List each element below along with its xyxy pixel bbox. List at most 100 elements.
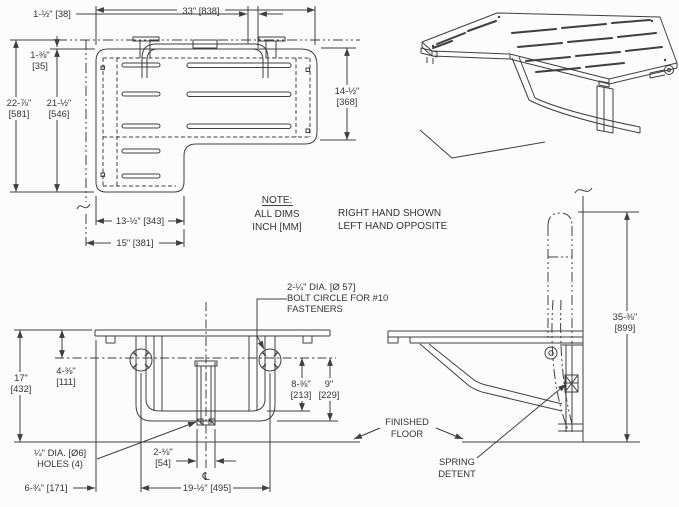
- dim-folded-height-mm: [899]: [615, 322, 636, 333]
- flange-legs: [139, 41, 277, 58]
- support-tube-outer: [141, 43, 269, 78]
- centerline-symbol-icon: ℄: [201, 470, 209, 483]
- dim-height-in: 17": [14, 372, 28, 383]
- hand-note-line1: RIGHT HAND SHOWN: [338, 208, 441, 219]
- dim-right-depth-in: 14-½": [335, 85, 360, 96]
- center-tab: [192, 39, 218, 49]
- note-line2: INCH [MM]: [252, 222, 302, 233]
- floor-leader-right: [435, 427, 464, 440]
- break-squiggle: [76, 203, 91, 210]
- seat-foot-left: [105, 335, 116, 344]
- drain-slots: [121, 62, 292, 179]
- u-leg-front-tubes: [153, 336, 258, 411]
- extension-lines: [196, 429, 216, 468]
- screw-mark: [305, 67, 310, 72]
- dim-folded-height-in: 35-⅜": [613, 311, 638, 322]
- screw-mark: [100, 65, 105, 70]
- pivot-center-side: [548, 350, 554, 356]
- bolt-circle-plate-right: [258, 348, 282, 372]
- dim-right-depth-mm: [368]: [337, 96, 358, 107]
- iso-seat-edge: [421, 42, 678, 85]
- dim-frame-gap-mm: [35]: [32, 60, 48, 71]
- holes-callout-line1: ¼" DIA. [Ø6]: [34, 447, 86, 458]
- hidden-frame-lines: [102, 57, 311, 187]
- bolt-marks-left: [132, 351, 150, 369]
- hand-note-line2: LEFT HAND OPPOSITE: [338, 221, 448, 232]
- front-elevation: 17" [432] 4-⅜" [111] 2-¼" DIA. [Ø 57] BO…: [6, 281, 388, 493]
- screw-mark: [305, 128, 310, 133]
- dim-pivot-span-label: 19-½" [495]: [183, 482, 231, 493]
- iso-pivot-roll: [664, 65, 674, 75]
- iso-folding-leg: [511, 56, 641, 134]
- bolt-callout-leader: [256, 298, 287, 350]
- right-mount-flange: [258, 36, 286, 42]
- seat-plate-front: [94, 329, 331, 337]
- dim-pivot-drop-in: 4-⅜": [56, 365, 75, 376]
- iso-screw: [497, 15, 501, 19]
- bolt-circle-plate-left: [129, 348, 153, 372]
- extension-lines: [320, 47, 356, 141]
- dim-edge-to-pivot-label: 6-¾" [171]: [25, 482, 68, 493]
- holes-callout-leader: [96, 421, 197, 460]
- bolt-callout-line2: BOLT CIRCLE FOR #10: [287, 292, 388, 303]
- seat-plate-side: [387, 330, 583, 344]
- detent-label-line2: DETENT: [438, 468, 476, 479]
- u-leg-inner: [145, 336, 266, 412]
- note-heading: NOTE:: [262, 195, 293, 206]
- iso-screw: [650, 19, 654, 23]
- center-channel-top-bar: [194, 360, 218, 367]
- front-dimensions: 17" [432] 4-⅜" [111] 2-¼" DIA. [Ø 57] BO…: [6, 281, 388, 493]
- spring-detent-block: [564, 374, 579, 393]
- iso-screw: [431, 44, 435, 48]
- side-dimensions: 35-⅜" [899] FINISHED FLOOR SPRING DETENT: [353, 211, 642, 479]
- screw-mark: [100, 172, 105, 177]
- seat-outline: [95, 48, 318, 193]
- dim-leg-width-inner-label: 13-½" [343]: [116, 215, 164, 226]
- dim-leg-inner-in: 8-⅜": [291, 378, 310, 389]
- detent-leader: [476, 383, 567, 459]
- iso-screw: [663, 58, 667, 62]
- dim-pivot-drop-mm: [111]: [56, 376, 75, 387]
- pivot-circle-side: [544, 346, 558, 360]
- iso-pivot-roll-center: [666, 67, 672, 73]
- side-elevation: 35-⅜" [899] FINISHED FLOOR SPRING DETENT: [353, 187, 642, 479]
- plan-view: 33" [838] 1-½" [38] 1-⅜" [35] 22-⅞" [581…: [3, 4, 362, 248]
- wall-break-squiggle: [574, 187, 593, 194]
- channel-feet: [196, 418, 216, 426]
- floor-label-line1: FINISHED: [385, 416, 429, 427]
- bolt-callout-line3: FASTENERS: [287, 303, 343, 314]
- plan-dimensions: 33" [838] 1-½" [38] 1-⅜" [35] 22-⅞" [581…: [3, 4, 362, 248]
- folding-leg-inner: [428, 343, 563, 405]
- dim-channel-mm: [54]: [155, 457, 171, 468]
- dim-channel-in: 2-⅛": [153, 446, 172, 457]
- holes-callout-line2: HOLES (4): [37, 458, 83, 469]
- bolt-callout-line1: 2-¼" DIA. [Ø 57]: [287, 281, 355, 292]
- iso-wall-channel: [596, 80, 614, 134]
- folding-leg-outer: [419, 343, 563, 412]
- extension-lines: [95, 340, 271, 492]
- isometric-view: [419, 12, 678, 159]
- center-channel: [196, 362, 216, 426]
- left-mount-flange: [132, 36, 160, 42]
- dim-leg-width-outer-label: 15" [381]: [116, 237, 153, 248]
- iso-seat-top: [421, 12, 678, 80]
- dim-leg-inner-mm: [213]: [291, 389, 312, 400]
- dim-seat-depth-in: 21-½": [47, 97, 72, 108]
- iso-slots: [432, 19, 663, 73]
- support-tube-inner: [146, 48, 264, 78]
- iso-wall-bracket: [420, 47, 438, 64]
- dim-overall-width-label: 33" [838]: [182, 5, 219, 16]
- detent-label-line1: SPRING: [439, 456, 475, 467]
- folded-seat-phantom: [547, 212, 573, 431]
- floor-leader-left: [353, 427, 381, 440]
- iso-floor-corner: [419, 129, 546, 159]
- dim-leg-outer-in: 9": [325, 378, 334, 389]
- extension-lines: [247, 6, 259, 48]
- dim-height-mm: [432]: [11, 383, 32, 394]
- notes-block: NOTE: ALL DIMS INCH [MM] RIGHT HAND SHOW…: [252, 195, 447, 233]
- iso-pivot-arm: [649, 69, 666, 79]
- note-line1: ALL DIMS: [254, 209, 300, 220]
- dim-frame-gap-in: 1-⅜": [30, 49, 49, 60]
- floor-label-line2: FLOOR: [391, 428, 424, 439]
